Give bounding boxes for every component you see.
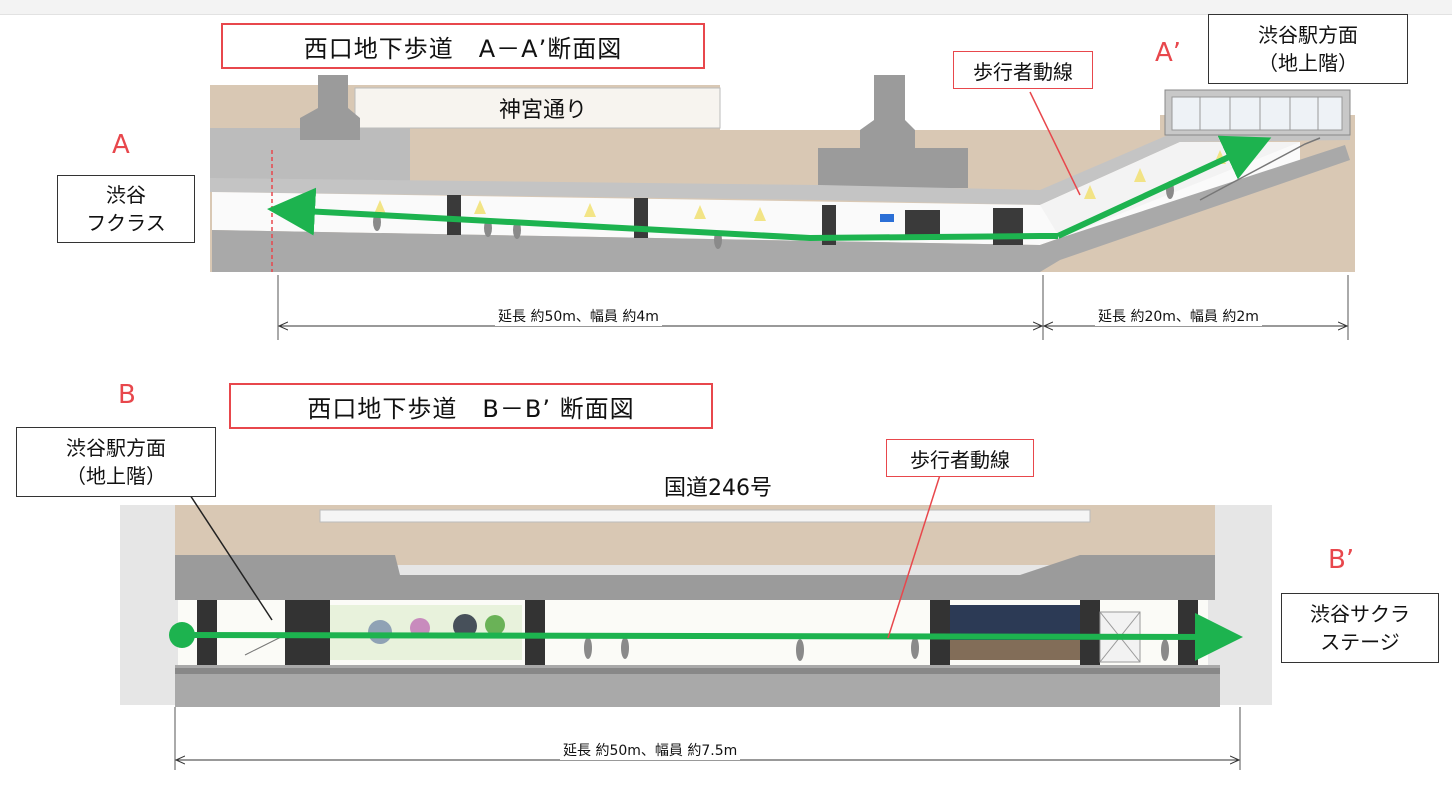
section-b-dimension: 延長 約50m、幅員 約7.5m [560, 740, 741, 760]
section-b-left-letter: B [118, 380, 136, 410]
top-strip [0, 0, 1452, 15]
section-b-flow-label: 歩行者動線 [886, 439, 1034, 477]
section-b-drawing [120, 505, 1272, 707]
section-b-road-label: 国道246号 [664, 476, 772, 501]
section-a-right-dest-line2: （地上階） [1258, 51, 1358, 75]
section-b-left-dest-line2: （地上階） [66, 464, 166, 488]
section-a-left-letter: A [112, 130, 130, 160]
section-b-left-dest-line1: 渋谷駅方面 [66, 436, 166, 460]
section-a-flow-arrow [267, 187, 1058, 242]
section-b-right-destination: 渋谷サクラ ステージ [1281, 593, 1439, 663]
section-a-right-letter: A’ [1155, 38, 1182, 68]
section-a-flow-label: 歩行者動線 [953, 51, 1093, 89]
section-a-dimension-right: 延長 約20m、幅員 約2m [1095, 306, 1262, 326]
section-b-right-letter: B’ [1328, 545, 1355, 575]
section-a-dimension-left: 延長 約50m、幅員 約4m [495, 306, 662, 326]
section-a-left-dest-line1: 渋谷 [106, 183, 146, 207]
section-b-left-destination: 渋谷駅方面 （地上階） [16, 427, 216, 497]
section-a-right-dest-line1: 渋谷駅方面 [1258, 23, 1358, 47]
section-a-right-destination: 渋谷駅方面 （地上階） [1208, 14, 1408, 84]
section-a-left-destination: 渋谷 フクラス [57, 175, 195, 243]
section-a-title: 西口地下歩道 A－A’断面図 [221, 23, 705, 69]
section-a-left-dest-line2: フクラス [86, 211, 166, 235]
section-b-title: 西口地下歩道 B－B’ 断面図 [229, 383, 713, 429]
section-b-flow-arrow [181, 612, 1243, 661]
section-b-right-dest-line2: ステージ [1320, 630, 1400, 654]
section-b-right-dest-line1: 渋谷サクラ [1310, 602, 1410, 626]
section-a-road-label: 神宮通り [499, 98, 588, 123]
section-a-drawing [210, 75, 1355, 272]
